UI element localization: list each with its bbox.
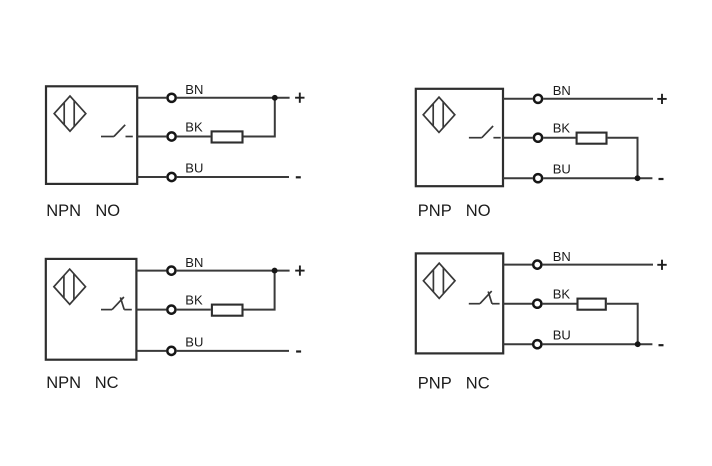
svg-text:BU: BU [553,162,571,177]
svg-text:BK: BK [185,293,203,308]
svg-text:NC: NC [95,374,119,392]
svg-text:BN: BN [553,249,571,264]
svg-text:BK: BK [185,120,203,135]
svg-text:PNP: PNP [418,374,452,392]
svg-text:NO: NO [466,202,491,220]
svg-text:BN: BN [185,82,203,97]
svg-text:BN: BN [553,83,571,98]
svg-text:BK: BK [553,287,571,302]
svg-text:NPN: NPN [46,202,81,220]
svg-text:NO: NO [95,202,120,220]
svg-text:BU: BU [185,160,203,175]
svg-text:BK: BK [553,121,571,136]
svg-text:NC: NC [466,374,490,392]
svg-text:BU: BU [553,328,571,343]
svg-text:BU: BU [185,334,203,349]
svg-text:BN: BN [185,255,203,270]
svg-text:NPN: NPN [46,374,81,392]
svg-text:PNP: PNP [418,202,452,220]
